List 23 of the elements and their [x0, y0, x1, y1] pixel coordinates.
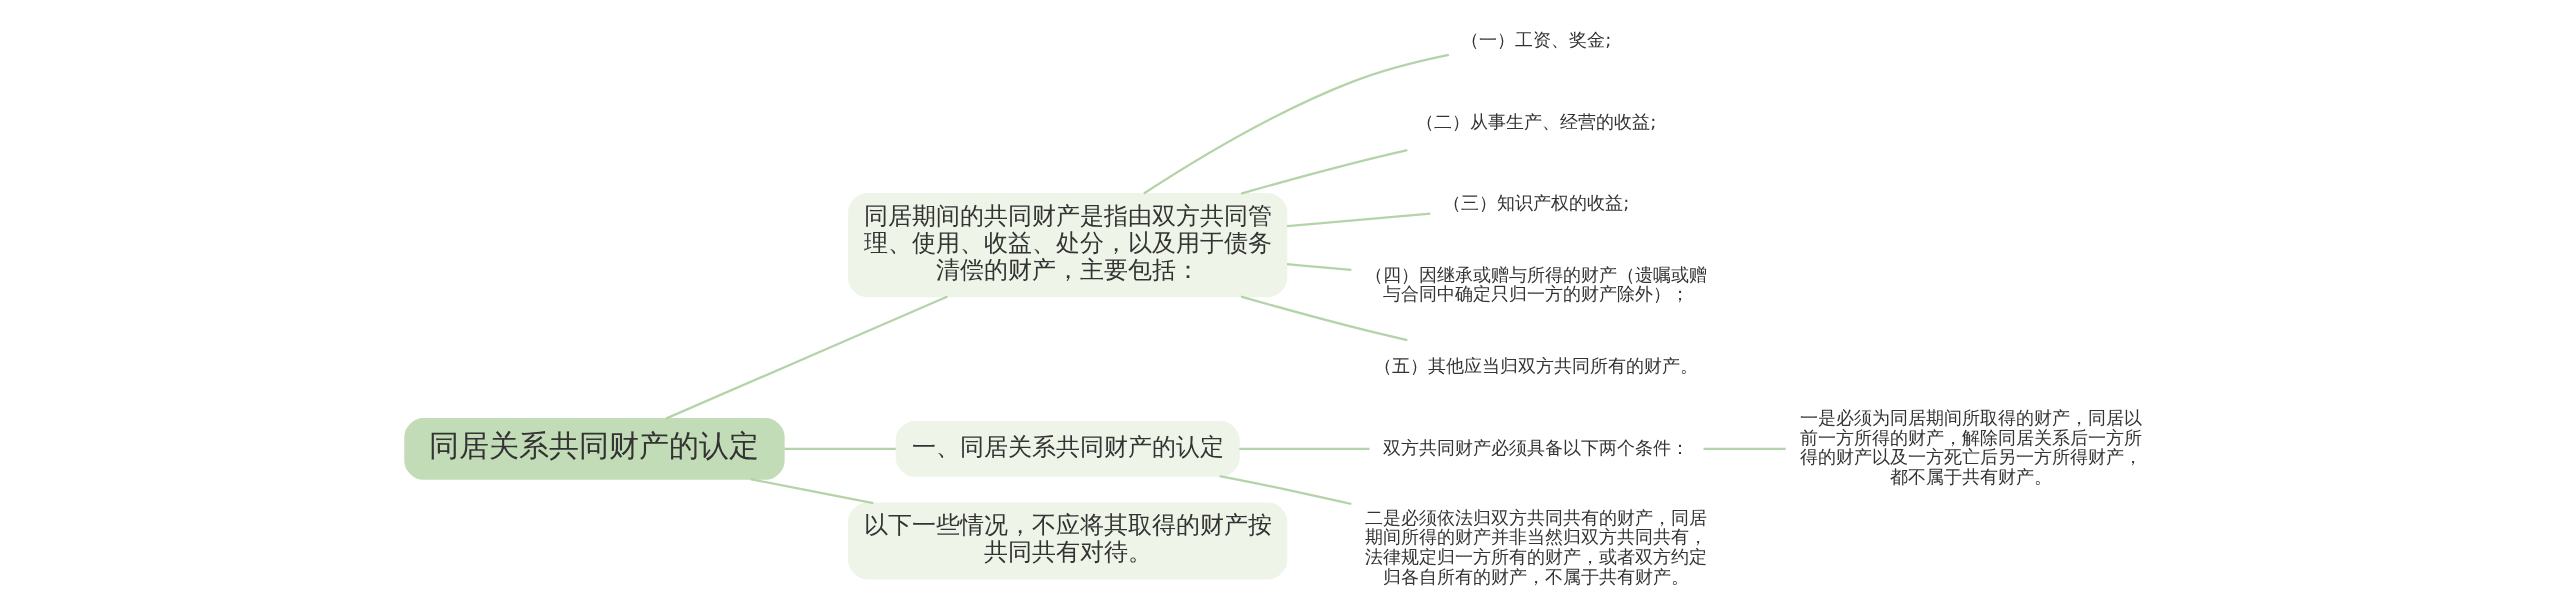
- node-text: 一是必须为同居期间所取得的财产，同居以前一方所得的财产，解除同居关系后一方所得的财产以及一方死亡后另一方所得财产，都不属于共有财产。: [1799, 407, 2142, 488]
- connector: [1238, 447, 1369, 451]
- node-text: （一）工资、奖金;: [1460, 29, 1611, 51]
- node-text: （三）知识产权的收益;: [1442, 192, 1629, 214]
- connector: [1286, 263, 1351, 271]
- node-text: 二是必须依法归双方共同共有的财产，同居期间所得的财产并非当然归双方共同共有，法律规定归一方所有的财产，或者双方约定归各自所有的财产，不属于共有财产。: [1364, 506, 1707, 587]
- connector: [664, 295, 948, 420]
- node-box: 同居期间的共同财产是指由双方共同管理、使用、收益、处分，以及用于债务清偿的财产，主要包括：: [847, 193, 1287, 298]
- node-text: （四）因继承或赠与所得的财产（遗嘱或赠与合同中确定只归一方的财产除外）；: [1364, 263, 1707, 305]
- node-text: （五）其他应当归双方共同所有的财产。: [1373, 355, 1698, 377]
- node-text: 双方共同财产必须具备以下两个条件：: [1382, 436, 1689, 458]
- connector: [1218, 475, 1352, 506]
- node-box: 一、同居关系共同财产的认定: [895, 420, 1240, 477]
- connector: [1142, 53, 1449, 195]
- connector: [1240, 295, 1408, 342]
- connector: [1240, 149, 1408, 195]
- connector: [1286, 212, 1430, 228]
- node-text: （二）从事生产、经营的收益;: [1415, 110, 1656, 132]
- node-box: 以下一些情况，不应将其取得的财产按共同共有对待。: [847, 502, 1287, 580]
- connector: [1703, 447, 1786, 451]
- connector: [784, 447, 896, 451]
- connector: [749, 478, 873, 505]
- node-box: 同居关系共同财产的认定: [403, 417, 785, 480]
